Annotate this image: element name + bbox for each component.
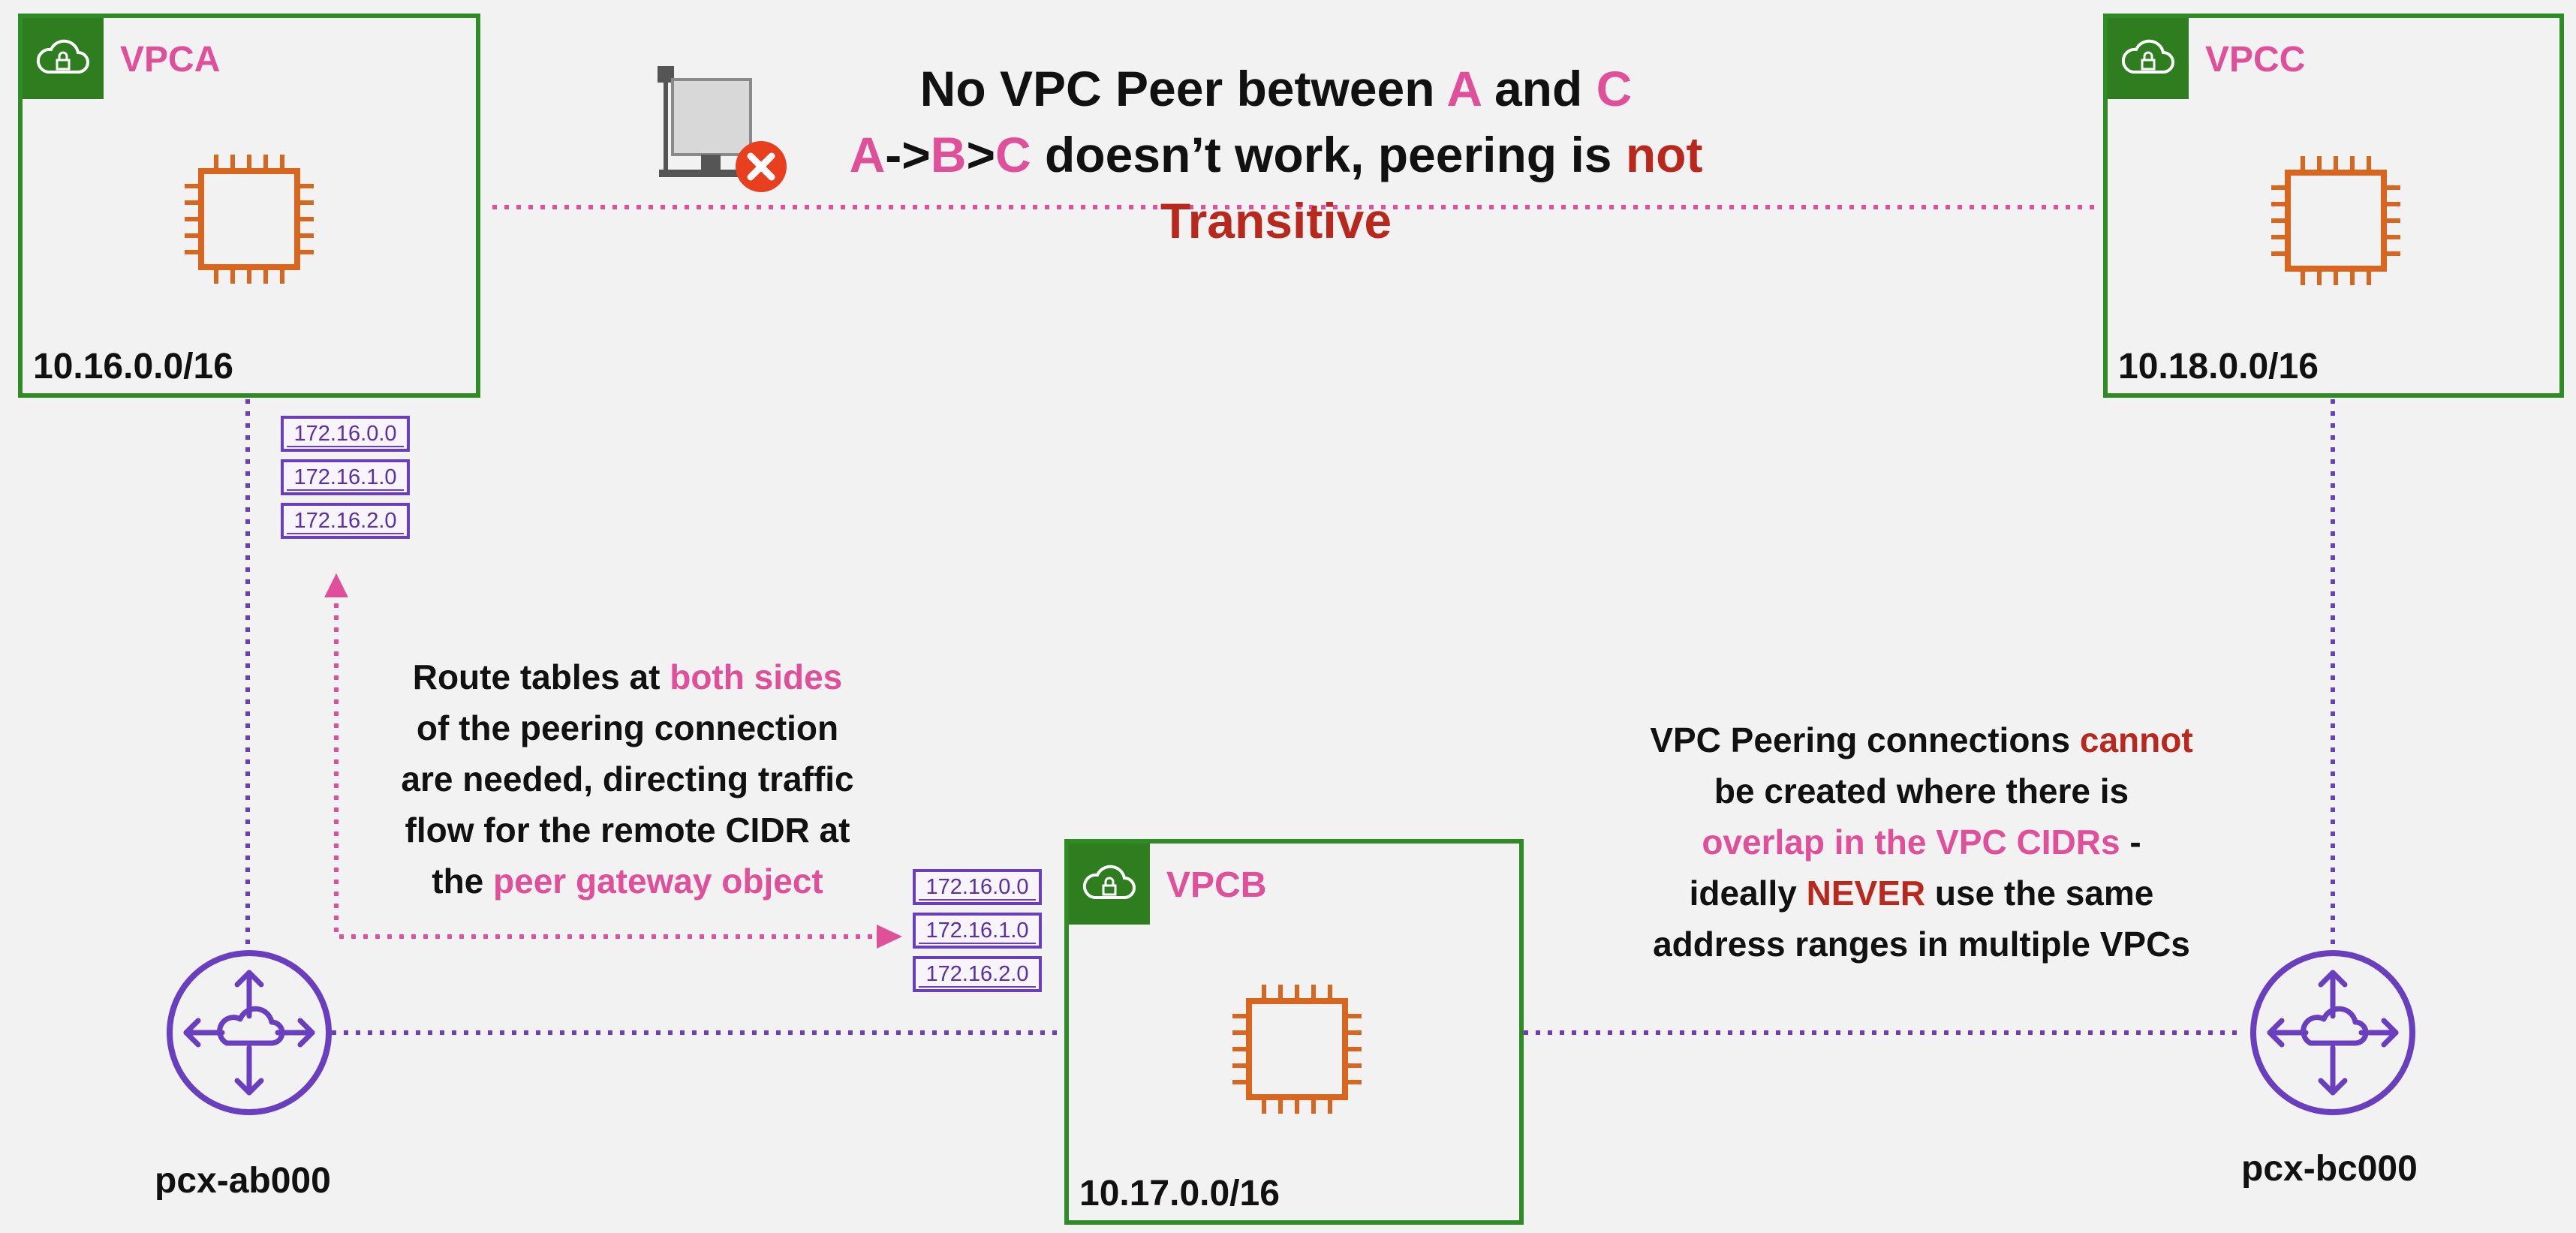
heading-line-2: A->B>C doesn’t work, peering is not Tran…: [751, 122, 1801, 254]
note-warning: NEVER: [1806, 874, 1926, 913]
overlap-note: VPC Peering connections cannot be create…: [1599, 714, 2244, 970]
note-line: Route tables at both sides: [350, 651, 905, 702]
note-highlight: both sides: [670, 657, 843, 696]
pcx-bc-label: pcx-bc000: [2241, 1149, 2418, 1189]
computer-error-icon: [658, 66, 787, 192]
peering-router-icon: [167, 950, 332, 1115]
note-highlight: overlap in the VPC CIDRs: [1702, 823, 2120, 862]
note-line: ideally NEVER use the same: [1599, 868, 2244, 919]
route-arrow-head-right: [877, 925, 902, 949]
note-line: of the peering connection: [416, 708, 839, 747]
route-arrow-head-up: [324, 573, 348, 597]
vpc-b-name: VPCB: [1166, 865, 1267, 905]
note-line: are needed, directing traffic: [401, 759, 854, 798]
vpc-c: VPCC 10.18.0.0/16: [2103, 14, 2564, 398]
note-text: Route tables at: [412, 657, 670, 696]
note-warning: cannot: [2079, 720, 2193, 759]
heading-a: A: [1446, 61, 1481, 116]
ec2-chip-icon: [185, 155, 314, 284]
heading-text: and: [1480, 61, 1596, 116]
note-line: be created where there is: [1714, 771, 2129, 810]
heading-not-transitive: not Transitive: [1160, 127, 1703, 248]
heading-c: C: [1596, 61, 1633, 116]
vpc-b: VPCB 10.17.0.0/16: [1064, 839, 1524, 1225]
route-table-b-entry: 172.16.1.0: [913, 913, 1042, 949]
route-table-b-entry: 172.16.0.0: [913, 869, 1042, 905]
vpc-b-cidr: 10.17.0.0/16: [1079, 1174, 1280, 1213]
cloud-lock-icon: [1069, 844, 1150, 925]
cloud-lock-icon: [23, 18, 104, 99]
heading-arrow: ->: [885, 127, 931, 182]
route-table-a-entry: 172.16.1.0: [281, 459, 410, 495]
note-text: VPC Peering connections: [1650, 720, 2080, 759]
route-table-a-entry: 172.16.0.0: [281, 416, 410, 452]
route-tables-note: Route tables at both sides of the peerin…: [350, 651, 905, 907]
heading-line-1: No VPC Peer between A and C: [751, 56, 1801, 122]
vpc-a-cidr: 10.16.0.0/16: [33, 347, 233, 386]
vpc-a-name: VPCA: [120, 40, 221, 80]
route-table-a-entry: 172.16.2.0: [281, 503, 410, 539]
peering-router-icon: [2250, 950, 2415, 1115]
note-line: VPC Peering connections cannot: [1599, 714, 2244, 765]
note-text: ideally: [1689, 874, 1807, 913]
note-line: flow for the remote CIDR at: [405, 810, 850, 850]
heading: No VPC Peer between A and C A->B>C doesn…: [751, 56, 1801, 254]
heading-a: A: [849, 127, 886, 182]
vpc-a: VPCA 10.16.0.0/16: [18, 14, 480, 398]
pcx-ab-label: pcx-ab000: [155, 1161, 331, 1201]
note-text: the: [432, 862, 494, 901]
vpc-c-name: VPCC: [2205, 40, 2306, 80]
note-line: overlap in the VPC CIDRs -: [1599, 816, 2244, 868]
heading-text: No VPC Peer between: [919, 61, 1447, 116]
ec2-chip-icon: [2271, 156, 2400, 285]
note-line: the peer gateway object: [350, 856, 905, 907]
heading-text: doesn’t work, peering is: [1031, 127, 1626, 182]
ec2-chip-icon: [1232, 985, 1362, 1114]
note-text: -: [2120, 823, 2141, 862]
note-line: address ranges in multiple VPCs: [1653, 925, 2190, 964]
route-table-b-entry: 172.16.2.0: [913, 956, 1042, 992]
heading-arrow: >: [966, 127, 995, 182]
note-text: use the same: [1925, 874, 2154, 913]
cloud-lock-icon: [2108, 18, 2189, 99]
heading-c: C: [995, 127, 1031, 182]
vpc-c-cidr: 10.18.0.0/16: [2118, 347, 2319, 386]
heading-b: B: [930, 127, 967, 182]
note-highlight: peer gateway object: [493, 862, 823, 901]
